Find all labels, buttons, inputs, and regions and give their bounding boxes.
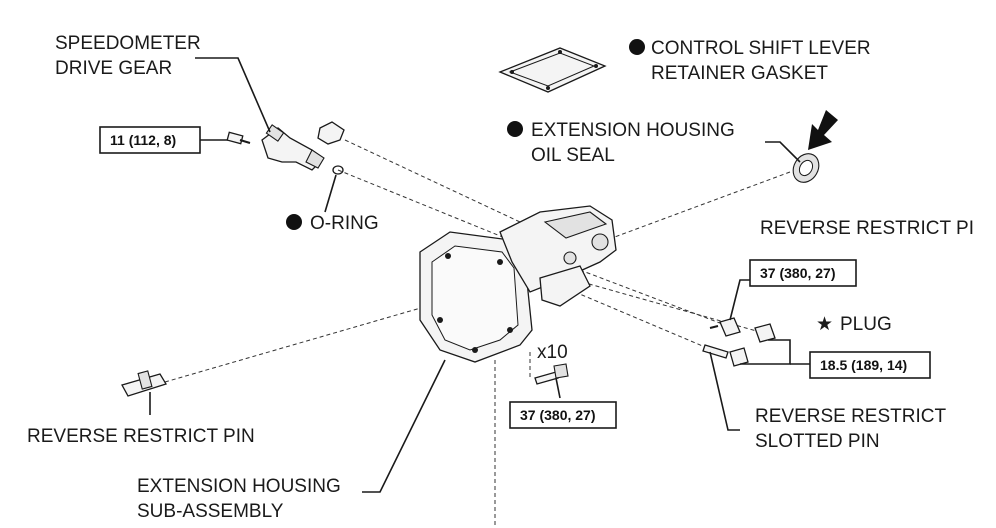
torque-plug-text: 18.5 (189, 14) xyxy=(820,357,907,373)
reverse-pin-right-label: REVERSE RESTRICT PI xyxy=(760,218,974,239)
star-icon: ★ xyxy=(816,314,833,335)
plug-part-lower xyxy=(729,347,749,367)
leader-lines xyxy=(149,57,810,493)
torque-box-speedo: 11 (112, 8) xyxy=(99,126,201,154)
torque-reverse-pin-text: 37 (380, 27) xyxy=(760,265,836,281)
non-reusable-bullet-icon xyxy=(629,39,645,55)
gasket-label-line1: CONTROL SHIFT LEVER xyxy=(651,38,871,59)
gasket-label-line2: RETAINER GASKET xyxy=(651,63,828,84)
torque-housing-bolts-text: 37 (380, 27) xyxy=(520,407,596,423)
non-reusable-bullet-icon xyxy=(286,214,302,230)
oil-seal-label-line1: EXTENSION HOUSING xyxy=(531,120,735,141)
non-reusable-bullet-icon xyxy=(507,121,523,137)
insert-direction-arrow-icon xyxy=(808,110,838,150)
reverse-restrict-pin-right xyxy=(709,317,741,337)
housing-bolt xyxy=(534,363,569,385)
speed-sensor-plug xyxy=(317,121,345,145)
o-ring-label: O-RING xyxy=(310,213,379,234)
slotted-pin-label-line2: SLOTTED PIN xyxy=(755,431,880,452)
plug-part xyxy=(754,323,776,343)
speedometer-drive-gear xyxy=(261,124,325,171)
speedometer-label-line1: SPEEDOMETER xyxy=(55,33,201,54)
torque-speedo-text: 11 (112, 8) xyxy=(110,132,176,148)
speedo-bolt xyxy=(226,131,251,145)
speedometer-label-line2: DRIVE GEAR xyxy=(55,58,172,79)
torque-box-housing-bolts: 37 (380, 27) xyxy=(509,401,617,429)
retainer-gasket xyxy=(498,47,607,93)
oil-seal-label-line2: OIL SEAL xyxy=(531,145,615,166)
torque-box-plug: 18.5 (189, 14) xyxy=(809,351,931,379)
slotted-pin-label-line1: REVERSE RESTRICT xyxy=(755,406,946,427)
o-ring-part xyxy=(332,165,344,175)
plug-label: PLUG xyxy=(840,314,892,335)
x10-label: x10 xyxy=(537,342,568,363)
housing-label-line1: EXTENSION HOUSING xyxy=(137,476,341,497)
torque-box-reverse-pin: 37 (380, 27) xyxy=(749,259,857,287)
slotted-pin xyxy=(702,344,729,359)
housing-label-line2: SUB-ASSEMBLY xyxy=(137,501,284,522)
extension-housing xyxy=(419,205,617,363)
reverse-restrict-pin-left xyxy=(121,370,167,397)
reverse-pin-left-label: REVERSE RESTRICT PIN xyxy=(27,426,255,447)
